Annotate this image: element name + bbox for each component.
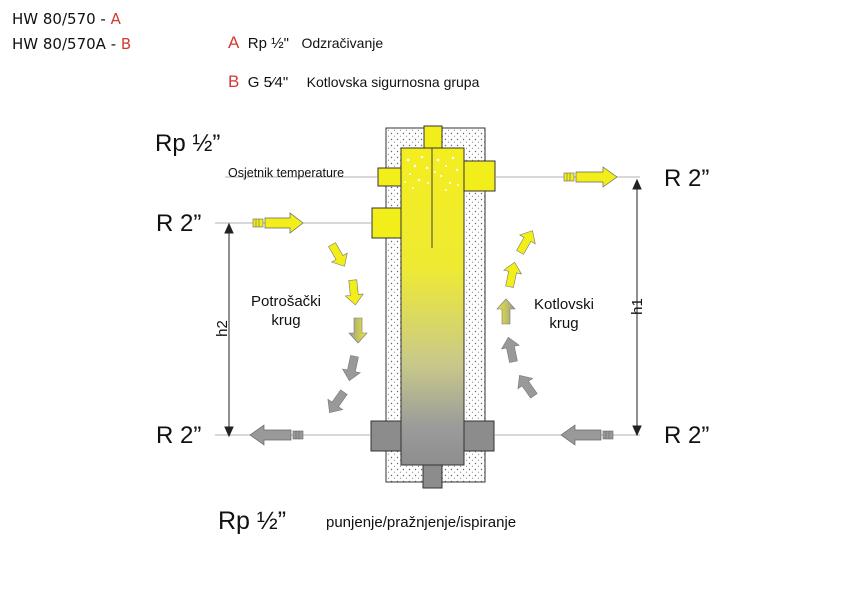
- bottom-connection-label: Rp ½”: [218, 507, 287, 535]
- sensor-label: Osjetnik temperature: [228, 166, 345, 180]
- legend-letter: B: [228, 72, 240, 91]
- legend-letter: A: [228, 33, 240, 52]
- boiler-flow-arrows: [496, 230, 538, 399]
- bottom-connection-description: punjenje/pražnjenje/ispiranje: [326, 514, 517, 531]
- legend-row-a: A Rp ½" Odzračivanje: [228, 33, 383, 53]
- air-bubbles: [404, 155, 459, 191]
- dimension-h2-label: h2: [213, 320, 231, 337]
- dimension-h1: [632, 178, 642, 437]
- legend-row-b: B G 5⁄4" Kotlovska sigurnosna grupa: [228, 72, 479, 92]
- air-vent-connection: [423, 125, 443, 149]
- sensor-sleeve-left: [377, 167, 403, 187]
- model-variant: B: [120, 35, 132, 53]
- boiler-circuit-label: Kotlovski krug: [533, 296, 595, 332]
- arrow-lower-right-in: [560, 424, 614, 446]
- legend-code: Rp ½": [247, 35, 289, 52]
- left-upper-connection-label: R 2”: [156, 210, 202, 237]
- lower-right-connection: [462, 420, 495, 452]
- model-line-2: HW 80/570A - B: [12, 35, 132, 53]
- right-lower-connection-label: R 2”: [664, 422, 710, 449]
- left-lower-connection-label: R 2”: [156, 422, 202, 449]
- model-line-1: HW 80/570 - A: [12, 10, 121, 28]
- arrow-upper-left-in: [252, 212, 304, 234]
- model-variant: A: [110, 10, 121, 28]
- upper-right-connection: [462, 160, 496, 192]
- upper-left-connection: [371, 207, 403, 239]
- arrow-upper-right-out: [563, 166, 618, 188]
- arrow-lower-left-out: [249, 424, 304, 446]
- dimension-h1-label: h1: [628, 298, 646, 315]
- legend-code: G 5⁄4": [247, 74, 289, 91]
- model-name: HW 80/570: [12, 10, 96, 28]
- legend-desc: Kotlovska sigurnosna grupa: [306, 74, 480, 90]
- consumer-circuit-label: Potrošački krug: [250, 293, 322, 329]
- legend-desc: Odzračivanje: [301, 35, 384, 51]
- lower-left-connection: [370, 420, 403, 452]
- consumer-flow-arrows: [327, 242, 368, 414]
- right-upper-connection-label: R 2”: [664, 165, 710, 192]
- dimension-h2: [224, 222, 234, 438]
- model-name: HW 80/570A: [12, 35, 106, 53]
- drain-connection: [422, 461, 443, 489]
- top-left-connection-label: Rp ½”: [155, 130, 221, 157]
